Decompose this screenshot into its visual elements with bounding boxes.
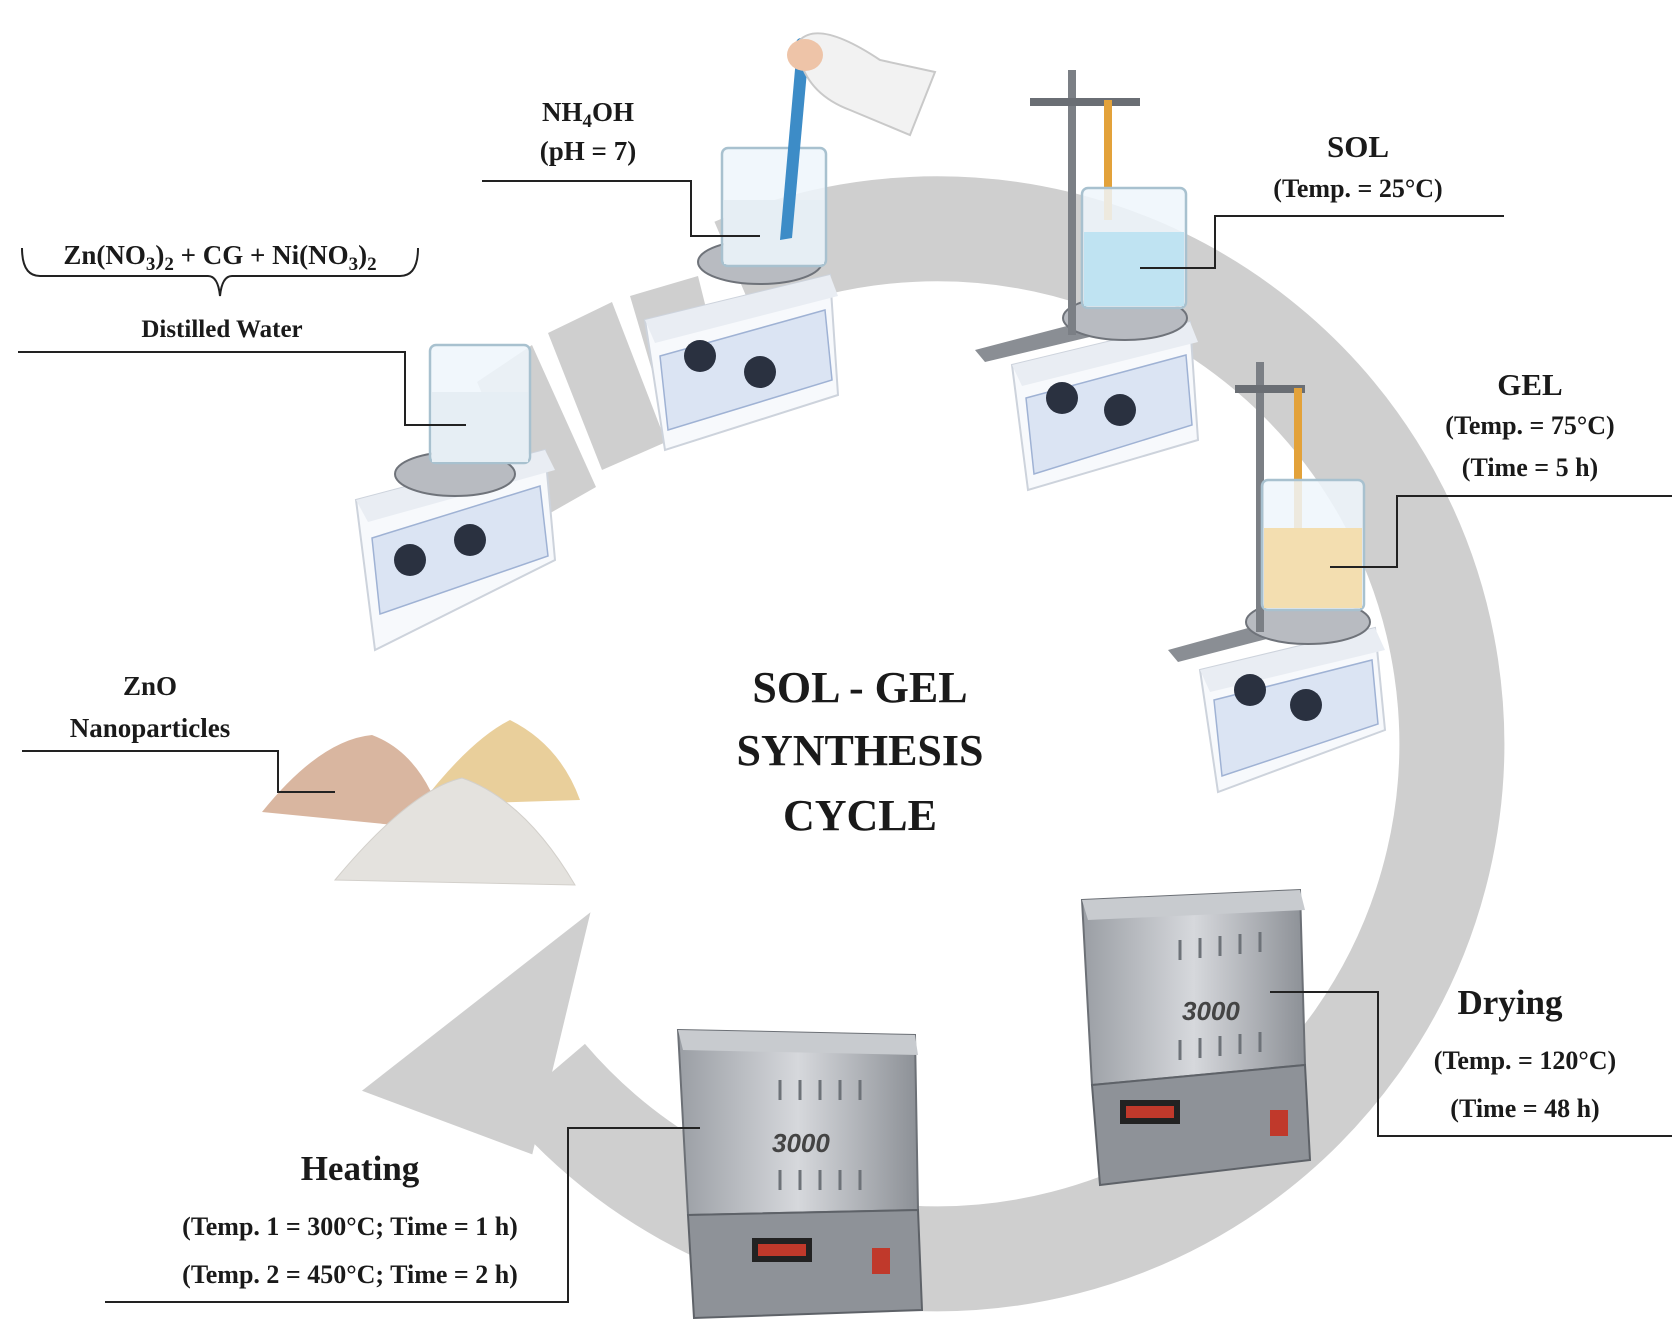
gel-condition-temp: (Temp. = 75°C) (1445, 411, 1614, 440)
precursor-solvent: Distilled Water (141, 316, 302, 343)
sol-condition: (Temp. = 25°C) (1273, 174, 1442, 203)
gel-label: GEL (1497, 367, 1562, 402)
title-line2: SYNTHESIS (736, 726, 983, 775)
label-product: ZnO Nanoparticles (70, 671, 230, 743)
heating-label: Heating (301, 1149, 420, 1188)
title-line1: SOL - GEL (752, 663, 967, 712)
furnace-drying-model: 3000 (1182, 996, 1240, 1026)
drying-label: Drying (1458, 983, 1564, 1022)
label-gel: GEL (Temp. = 75°C) (Time = 5 h) (1445, 367, 1614, 482)
drying-condition-temp: (Temp. = 120°C) (1434, 1046, 1616, 1075)
drying-condition-time: (Time = 48 h) (1450, 1094, 1599, 1123)
furnace-heating: 3000 (676, 1028, 924, 1320)
zno-powder-piles (262, 720, 580, 886)
label-heating: Heating (Temp. 1 = 300°C; Time = 1 h) (T… (182, 1149, 518, 1289)
product-line2: Nanoparticles (70, 713, 230, 743)
leader-lines (18, 180, 1672, 1303)
furnace-heating-model: 3000 (772, 1128, 830, 1158)
cycle-title: SOL - GEL SYNTHESIS CYCLE (736, 663, 983, 840)
product-line1: ZnO (123, 671, 177, 701)
furnace-drying: 3000 (1080, 888, 1312, 1187)
nh4oh-condition: (pH = 7) (540, 136, 636, 166)
precursor-formula: Zn(NO3)2 + CG + Ni(NO3)2 (63, 240, 376, 275)
gel-condition-time: (Time = 5 h) (1462, 453, 1598, 482)
heating-condition-1: (Temp. 1 = 300°C; Time = 1 h) (182, 1212, 518, 1241)
label-drying: Drying (Temp. = 120°C) (Time = 48 h) (1434, 983, 1616, 1123)
label-precursor: Zn(NO3)2 + CG + Ni(NO3)2 Distilled Water (63, 240, 376, 343)
stirrer-precursor (354, 343, 557, 652)
title-line3: CYCLE (783, 791, 937, 840)
nh4oh-label: NH4OH (542, 97, 634, 132)
heating-condition-2: (Temp. 2 = 450°C; Time = 2 h) (182, 1260, 518, 1289)
stirrer-sol (975, 70, 1200, 492)
stirrer-gel (1168, 362, 1387, 794)
sol-label: SOL (1327, 129, 1389, 164)
label-nh4oh: NH4OH (pH = 7) (540, 97, 636, 166)
label-sol: SOL (Temp. = 25°C) (1273, 129, 1442, 203)
